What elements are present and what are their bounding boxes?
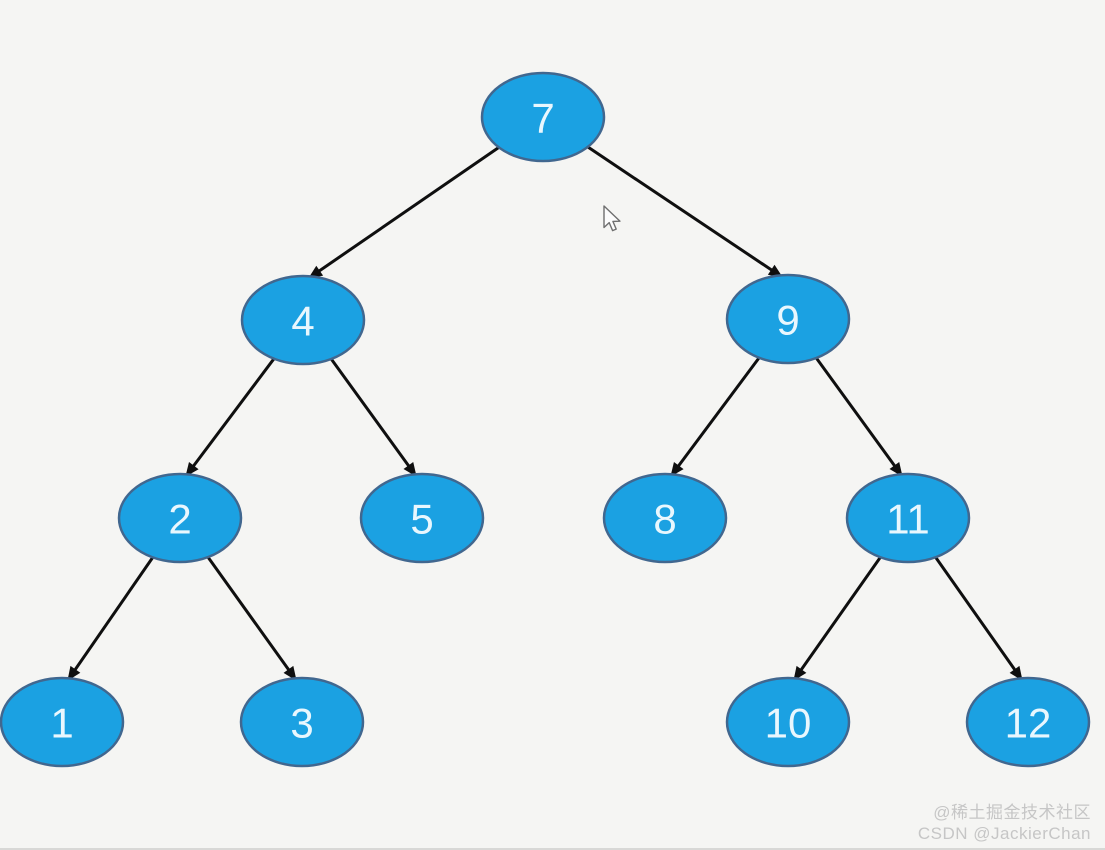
tree-edge-2-3 [206,556,298,681]
tree-node-value: 8 [653,496,676,543]
tree-node-ellipse [117,472,243,564]
tree-node-ellipse [359,472,485,564]
tree-node-value: 3 [290,700,313,747]
tree-node-1: 1 [0,676,125,768]
tree-edge-2-1 [66,556,155,681]
tree-node-7: 7 [480,71,606,163]
tree-node-value: 4 [291,298,314,345]
tree-edge-7-9 [586,145,783,279]
watermark: @稀土掘金技术社区 CSDN @JackierChan [918,802,1091,844]
tree-edge-11-12 [934,556,1024,681]
tree-node-11: 11 [845,472,971,564]
tree-node-ellipse [602,472,728,564]
watermark-line2: CSDN @JackierChan [917,824,1091,843]
tree-node-ellipse [0,676,125,768]
tree-node-9: 9 [725,273,851,365]
tree-node-ellipse [480,71,606,163]
tree-node-ellipse [845,472,971,564]
tree-node-value: 5 [410,496,433,543]
tree-edge-9-11 [815,357,904,477]
tree-edge-11-10 [792,556,882,681]
tree-node-ellipse [725,676,851,768]
tree-node-value: 10 [765,700,812,747]
tree-node-3: 3 [239,676,365,768]
tree-node-value: 12 [1005,700,1052,747]
tree-node-5: 5 [359,472,485,564]
tree-edge-4-5 [330,358,418,477]
tree-node-10: 10 [725,676,851,768]
tree-node-2: 2 [117,472,243,564]
tree-node-ellipse [965,676,1091,768]
tree-node-value: 1 [50,700,73,747]
tree-edge-4-2 [184,357,276,477]
tree-node-ellipse [240,274,366,366]
tree-node-value: 2 [168,496,191,543]
tree-node-12: 12 [965,676,1091,768]
tree-node-8: 8 [602,472,728,564]
tree-node-ellipse [239,676,365,768]
tree-edge-7-4 [308,146,500,280]
watermark-line1: @稀土掘金技术社区 [933,803,1091,822]
tree-edge-9-8 [669,356,761,477]
tree-node-ellipse [725,273,851,365]
tree-node-4: 4 [240,274,366,366]
tree-node-value: 9 [776,297,799,344]
tree-node-value: 7 [531,95,554,142]
tree-node-value: 11 [886,496,930,543]
